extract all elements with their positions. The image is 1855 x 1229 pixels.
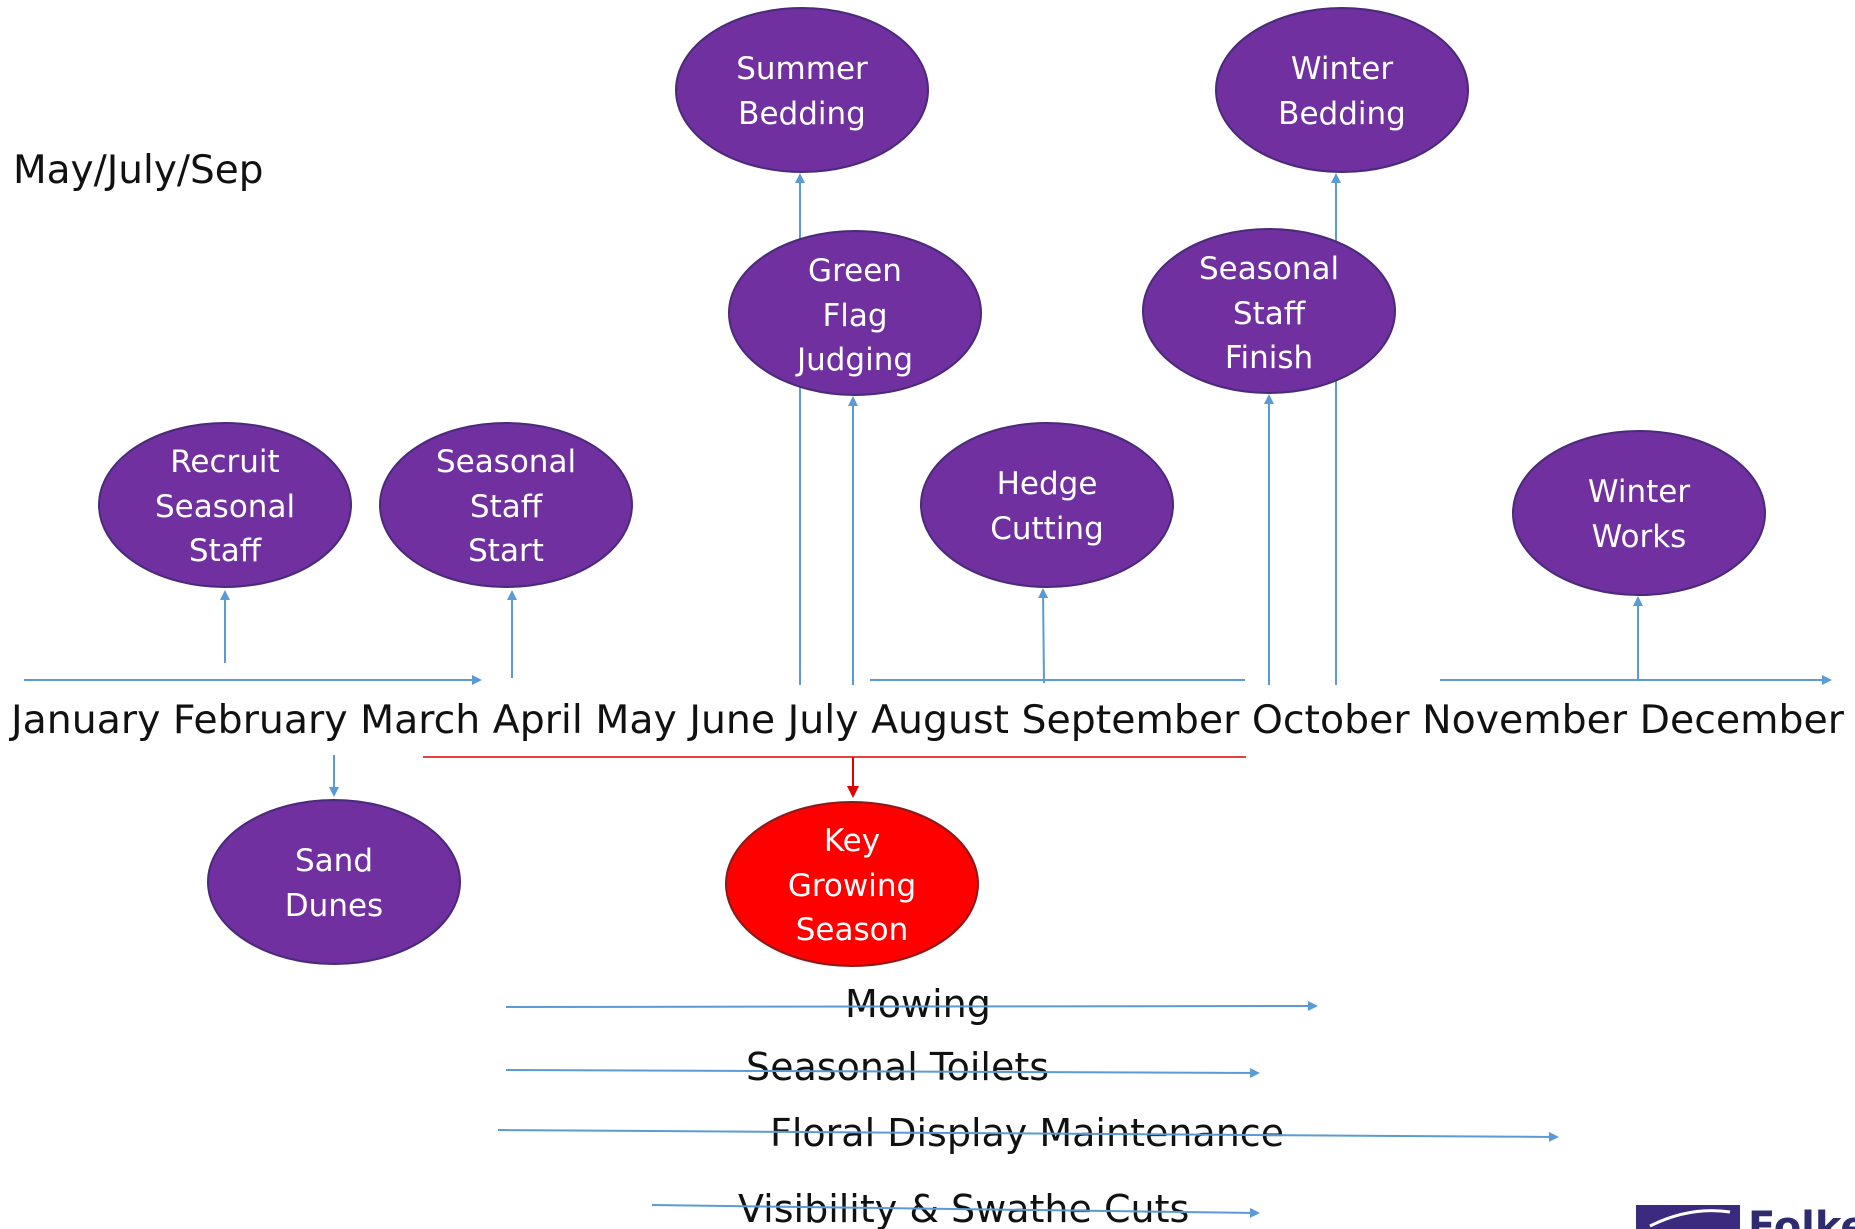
node-summer-bedding: Summer Bedding	[675, 7, 929, 173]
node-label-line: Growing	[788, 868, 916, 904]
node-hedge-cutting: Hedge Cutting	[920, 422, 1174, 588]
node-label-line: Staff	[470, 489, 543, 525]
task-floral-display-maintenance: Floral Display Maintenance	[497, 1111, 1559, 1155]
node-label-line: Winter	[1291, 51, 1393, 87]
node-label-line: Bedding	[1278, 96, 1406, 132]
node-label-line: Finish	[1225, 340, 1313, 376]
node-label-line: Bedding	[738, 96, 866, 132]
node-label-line: Flag	[822, 298, 887, 334]
node-label-line: Green	[808, 253, 902, 289]
node-label-line: Staff	[1233, 296, 1306, 332]
node-label-line: Seasonal	[1199, 251, 1339, 287]
node-label-line: Staff	[189, 533, 262, 569]
node-label-line: Works	[1592, 519, 1687, 555]
task-duration-arrow	[651, 1204, 1260, 1218]
task-label: Seasonal Toilets	[746, 1045, 1049, 1089]
council-logo: Folke	[1636, 1204, 1855, 1229]
node-label-line: Cutting	[990, 511, 1104, 547]
task-mowing: Mowing	[505, 982, 1318, 1026]
node-winter-works: Winter Works	[1512, 430, 1766, 596]
node-label-line: Season	[796, 912, 909, 948]
growing-season-bracket	[423, 756, 1246, 798]
node-label-line: Recruit	[170, 444, 279, 480]
arrow-to-hedge-cutting	[1038, 588, 1049, 684]
node-label-line: Seasonal	[436, 444, 576, 480]
task-label: Mowing	[845, 982, 991, 1026]
logo-swoosh-icon	[1649, 1209, 1731, 1228]
node-label-line: Summer	[736, 51, 868, 87]
node-key-growing-season: Key Growing Season	[725, 801, 979, 967]
task-duration-arrow	[497, 1129, 1559, 1142]
node-green-flag-judging: Green Flag Judging	[728, 230, 982, 396]
node-label-line: Start	[468, 533, 544, 569]
task-seasonal-toilets: Seasonal Toilets	[505, 1045, 1260, 1089]
node-label-line: Judging	[795, 342, 913, 378]
node-label-line: Winter	[1588, 474, 1690, 510]
node-label-line: Dunes	[285, 888, 383, 924]
node-label-line: Hedge	[997, 466, 1098, 502]
node-seasonal-staff-start: Seasonal Staff Start	[379, 422, 633, 588]
node-seasonal-staff-finish: Seasonal Staff Finish	[1142, 228, 1396, 394]
logo-text: Folke	[1748, 1204, 1855, 1229]
schedule-note: May/July/Sep	[13, 148, 264, 193]
node-sand-dunes: Sand Dunes	[207, 799, 461, 965]
node-label-line: Key	[824, 823, 880, 859]
months-axis-labels: January February March April May June Ju…	[8, 698, 1845, 743]
task-duration-arrow	[505, 1001, 1318, 1012]
node-winter-bedding: Winter Bedding	[1215, 7, 1469, 173]
task-duration-arrow	[505, 1067, 1260, 1078]
node-label-line: Seasonal	[155, 489, 295, 525]
node-recruit-seasonal-staff: Recruit Seasonal Staff	[98, 422, 352, 588]
node-label-line: Sand	[295, 843, 373, 879]
task-visibility-swathe-cuts: Visibility & Swathe Cuts	[651, 1187, 1260, 1229]
